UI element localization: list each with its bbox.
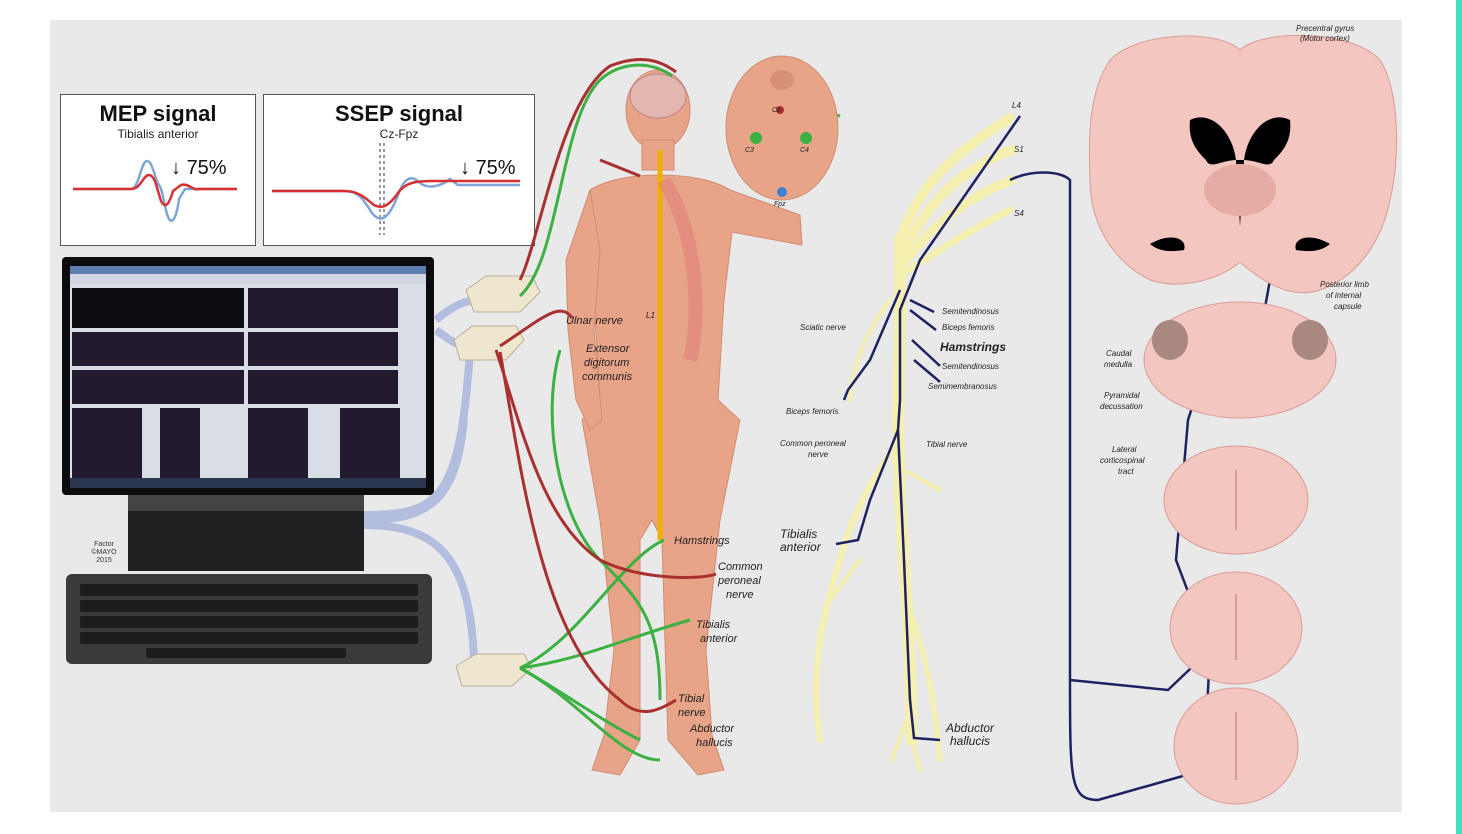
label-common-peroneal-2: peroneal — [717, 575, 761, 587]
label-tibialis-2: anterior — [700, 633, 739, 645]
label-ulnar-nerve: Ulnar nerve — [566, 315, 623, 327]
label-tibialis-1: Tibialis — [696, 619, 731, 631]
label-tibialis-n2: anterior — [780, 540, 822, 554]
electrode-fpz: Fpz — [774, 201, 786, 208]
label-tibial-1: Tibial — [678, 693, 705, 705]
label-hamstrings-nerve: Hamstrings — [940, 340, 1006, 354]
label-s4: S4 — [1014, 209, 1024, 218]
medulla-section-icon — [1144, 302, 1336, 418]
label-pyramidal-2: decussation — [1100, 402, 1143, 411]
amplifier-box-icon — [454, 276, 540, 686]
label-semimembranosus: Semimembranosus — [928, 382, 997, 391]
label-precentral-2: (Motor cortex) — [1300, 34, 1350, 43]
label-pyramidal-1: Pyramidal — [1104, 391, 1140, 400]
label-common-peroneal-3: nerve — [726, 589, 754, 601]
label-caudal-medulla-1: Caudal — [1106, 349, 1132, 358]
brain-section-icon — [1089, 35, 1396, 292]
label-extensor-3: communis — [582, 371, 633, 383]
label-l4: L4 — [1012, 101, 1021, 110]
label-abductor-1: Abductor — [689, 723, 735, 735]
electrode-c4: C4 — [800, 147, 809, 154]
label-l1: L1 — [646, 311, 655, 320]
label-lateral-tract-2: corticospinal — [1100, 456, 1145, 465]
label-semitendinosus-1: Semitendinosus — [942, 307, 999, 316]
label-tibial-2: nerve — [678, 707, 706, 719]
label-caudal-medulla-2: medulla — [1104, 360, 1133, 369]
label-posterior-limb-2: of internal — [1326, 291, 1361, 300]
spinal-cord-section-icon — [1164, 446, 1308, 804]
label-s1: S1 — [1014, 145, 1024, 154]
label-common-peroneal-n1: Common peroneal — [780, 439, 846, 448]
label-biceps-femoris-2: Biceps femoris — [786, 407, 838, 416]
label-extensor-2: digitorum — [584, 357, 629, 369]
electrode-cz: Cz — [772, 107, 781, 114]
label-common-peroneal-n2: nerve — [808, 450, 829, 459]
label-extensor-1: Extensor — [586, 343, 631, 355]
label-common-peroneal-1: Common — [718, 561, 763, 573]
brain-icon — [630, 74, 686, 118]
electrode-c3: C3 — [745, 147, 754, 154]
label-precentral-1: Precentral gyrus — [1296, 24, 1354, 33]
label-abductor-2: hallucis — [696, 737, 733, 749]
label-abductor-n1: Abductor — [945, 721, 995, 735]
label-tibial-nerve: Tibial nerve — [926, 440, 968, 449]
label-lateral-tract-3: tract — [1118, 467, 1134, 476]
head-icon — [726, 56, 838, 200]
label-lateral-tract-1: Lateral — [1112, 445, 1137, 454]
label-hamstrings: Hamstrings — [674, 535, 730, 547]
label-abductor-n2: hallucis — [950, 734, 990, 748]
label-sciatic: Sciatic nerve — [800, 323, 846, 332]
label-semitendinosus-2: Semitendinosus — [942, 362, 999, 371]
label-posterior-limb-1: Posterior limb — [1320, 280, 1369, 289]
label-tibialis-n1: Tibialis — [780, 527, 817, 541]
label-posterior-limb-3: capsule — [1334, 302, 1362, 311]
label-biceps-femoris-1: Biceps femoris — [942, 323, 994, 332]
